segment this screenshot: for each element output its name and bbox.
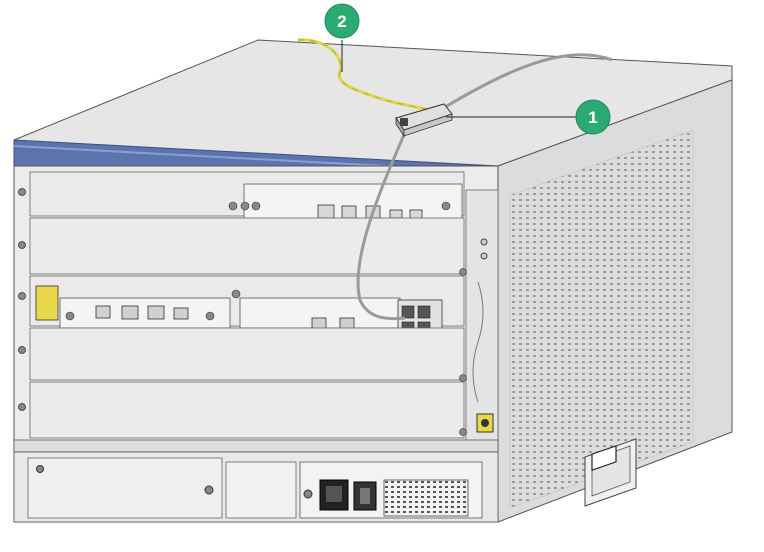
svg-text:2: 2 xyxy=(337,12,346,31)
transceiver-module xyxy=(395,103,453,138)
power-supply-area xyxy=(13,451,499,523)
svg-text:1: 1 xyxy=(588,108,597,127)
callout-marker-1: 1 xyxy=(575,99,611,135)
slot-blank-5 xyxy=(29,381,465,439)
rail-indicator-leds xyxy=(480,238,488,260)
slot-blank-2 xyxy=(29,217,465,275)
interface-card-ports xyxy=(95,305,189,320)
right-front-rail xyxy=(465,189,499,447)
fiber-cable xyxy=(356,127,409,321)
fan-tray-strip xyxy=(13,439,499,453)
psu-vent xyxy=(383,479,469,517)
slot-interface-cards xyxy=(29,275,465,345)
side-vent-grille xyxy=(509,129,694,509)
side-handle xyxy=(584,438,637,507)
callout-marker-2: 2 xyxy=(324,3,360,39)
slot-blank-4 xyxy=(29,327,465,381)
